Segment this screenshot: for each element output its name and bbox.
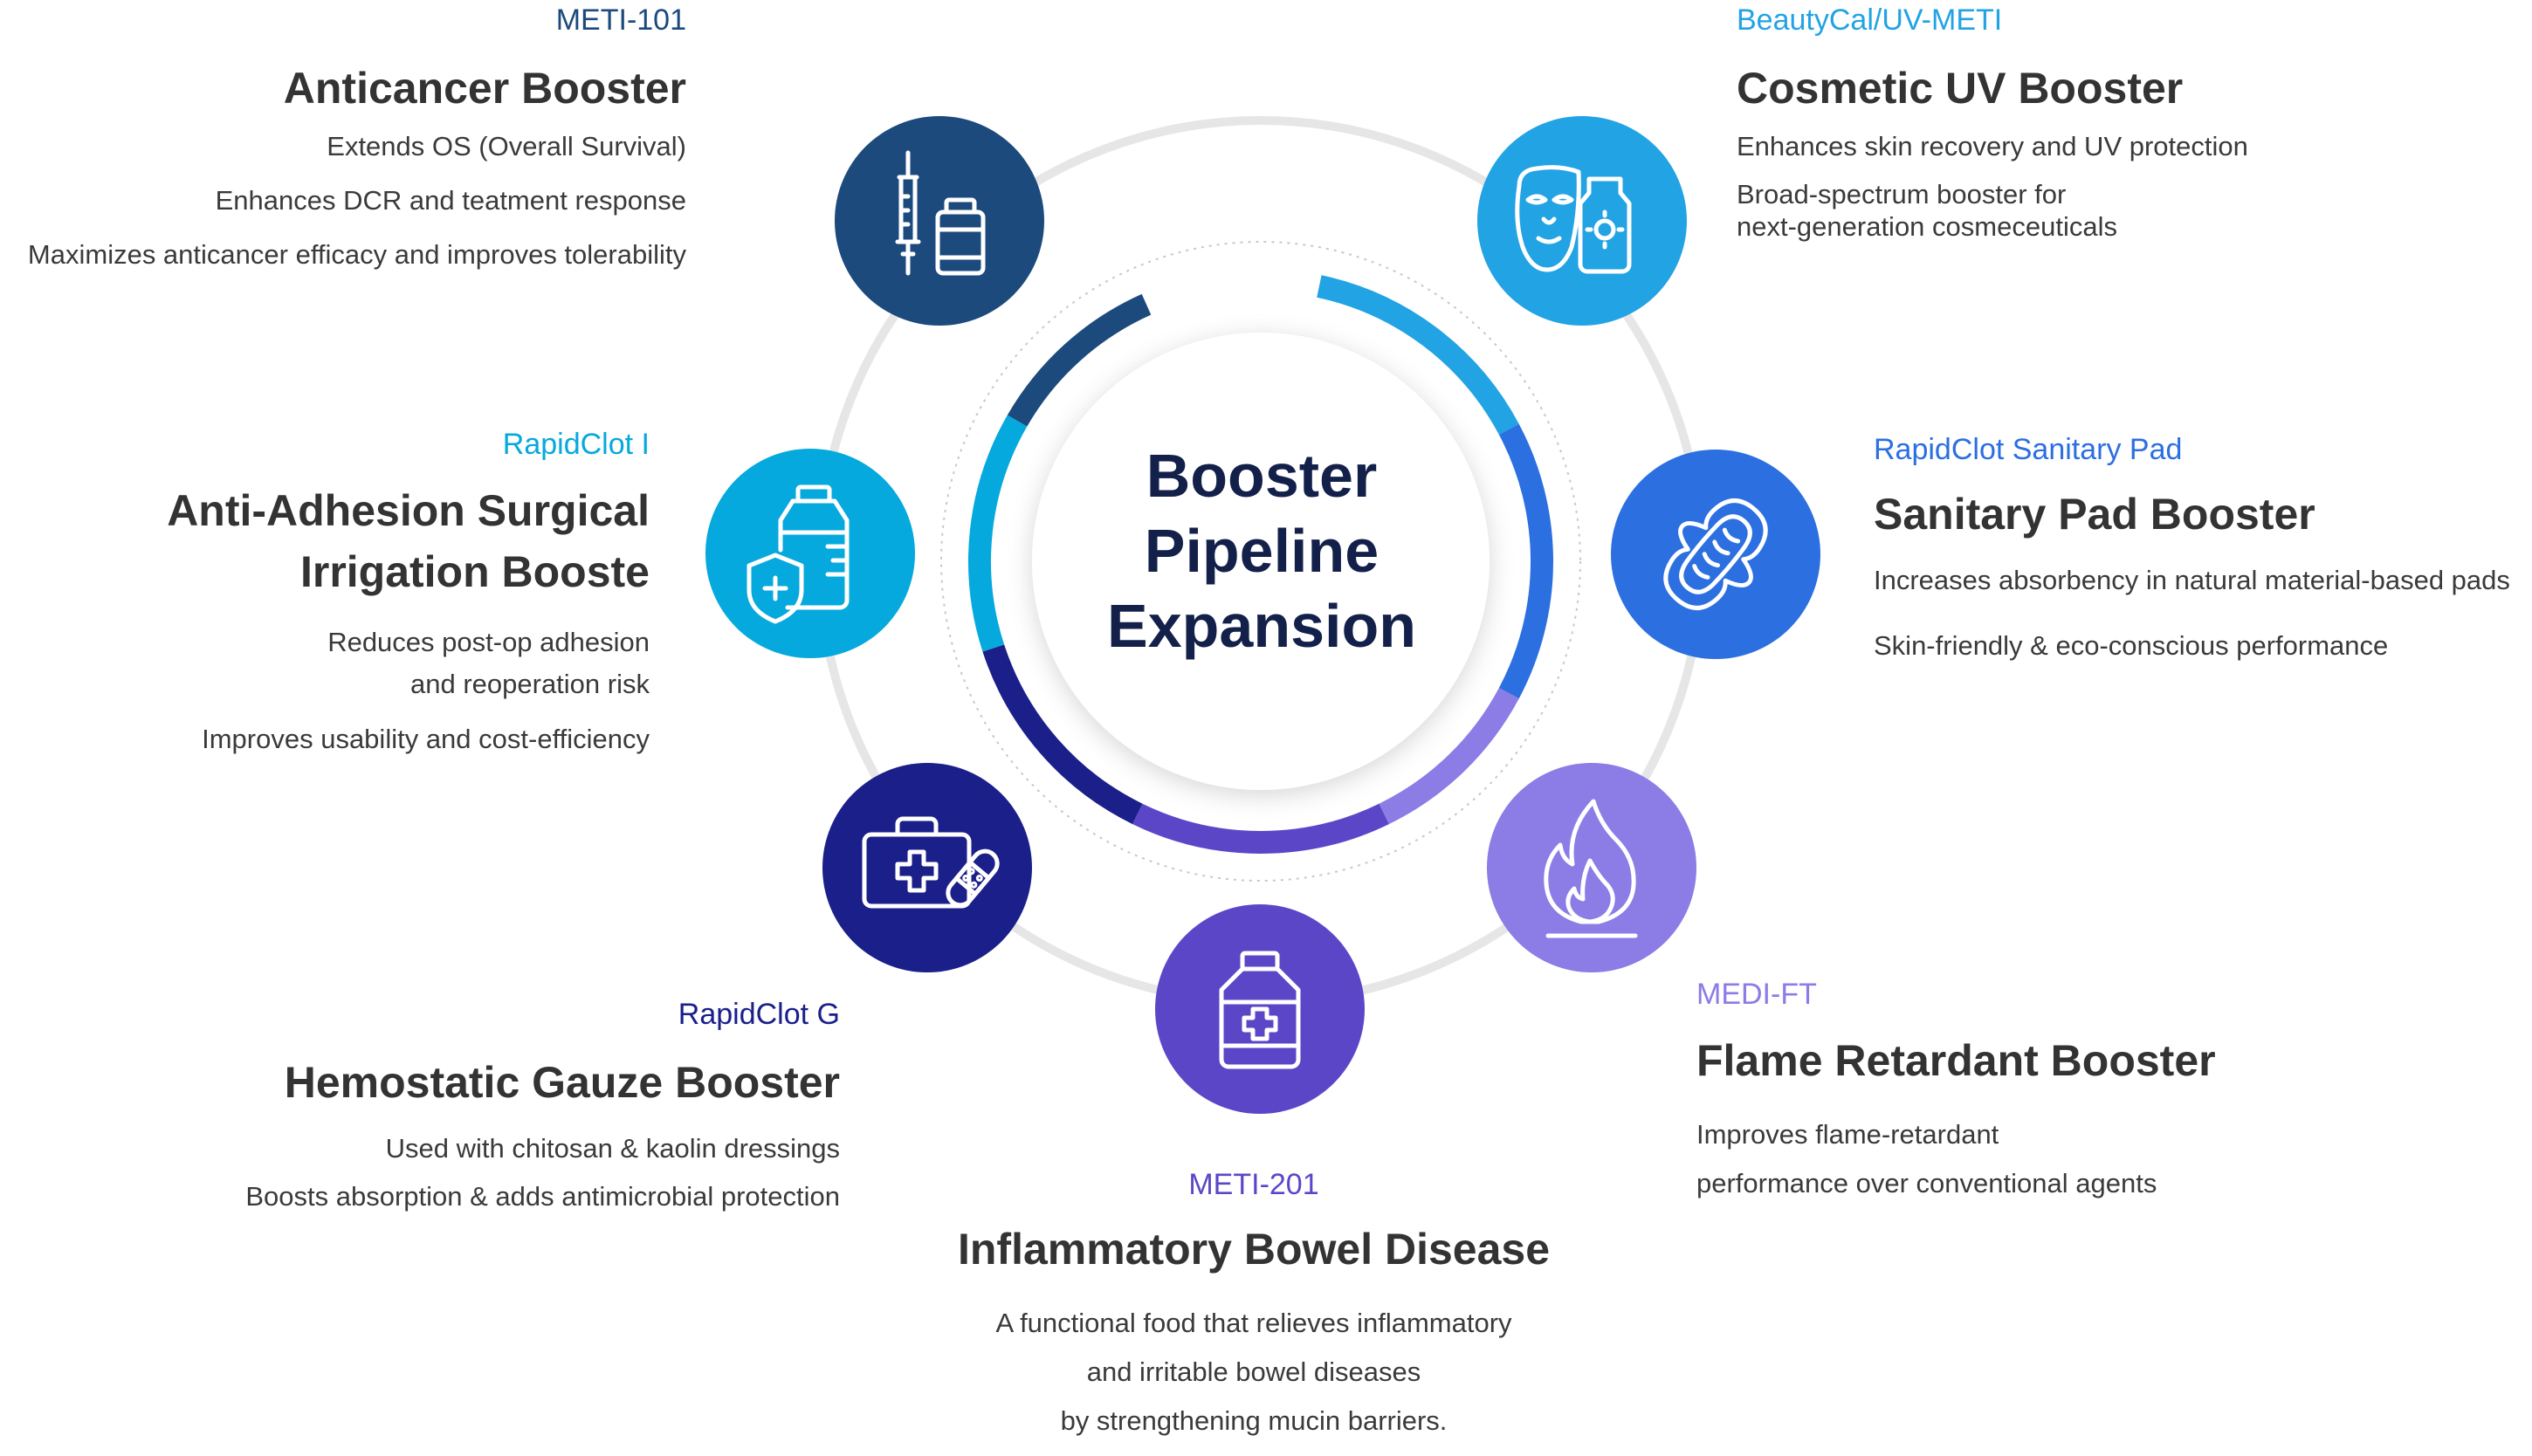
ibd-icon-circle xyxy=(1155,904,1365,1114)
sanitary-desc-2: Skin-friendly & eco-conscious performanc… xyxy=(1874,630,2389,661)
progress-arc-ring xyxy=(968,275,1554,855)
irrigation-block: RapidClot I Anti-Adhesion Surgical Irrig… xyxy=(0,426,650,755)
cosmetic-desc-2: Broad-spectrum booster for next-generati… xyxy=(1737,179,2117,242)
anticancer-block: METI-101 Anticancer Booster Extends OS (… xyxy=(0,0,686,271)
syringe-vial-icon xyxy=(895,150,986,276)
arc-segment-sanitary xyxy=(1498,423,1554,699)
ibd-code: METI-201 xyxy=(1188,1168,1319,1201)
cosmetic-code: BeautyCal/UV-METI xyxy=(1737,3,2003,37)
center-title-line: Expansion xyxy=(1107,592,1416,660)
sanitary-desc-1: Increases absorbency in natural material… xyxy=(1874,565,2510,595)
irrigation-title-line-2: Irrigation Booste xyxy=(299,547,650,596)
gauze-desc-2: Boosts absorption & adds antimicrobial p… xyxy=(245,1181,840,1212)
cosmetic-desc-1: Enhances skin recovery and UV protection xyxy=(1737,131,2248,161)
irrigation-icon-circle xyxy=(705,449,915,658)
flame-icon-circle xyxy=(1487,763,1696,972)
arc-segment-gauze xyxy=(982,644,1143,825)
sanitary-pad-icon xyxy=(1663,498,1768,610)
anticancer-title: Anticancer Booster xyxy=(283,64,686,113)
anticancer-desc-1: Extends OS (Overall Survival) xyxy=(327,131,686,161)
sanitary-code: RapidClot Sanitary Pad xyxy=(1874,433,2183,466)
irrigation-code: RapidClot I xyxy=(502,428,650,461)
flame-block: MEDI-FT Flame Retardant Booster Improves… xyxy=(1696,976,2482,1208)
irrigation-desc-2: Improves usability and cost-efficiency xyxy=(202,724,650,754)
irrigation-title-line-1: Anti-Adhesion Surgical xyxy=(167,486,650,535)
ibd-block: METI-201 Inflammatory Bowel Disease A fu… xyxy=(905,1166,1603,1446)
sanitary-block: RapidClot Sanitary Pad Sanitary Pad Boos… xyxy=(1874,431,2520,662)
solution-bottle-shield-icon xyxy=(747,484,850,624)
center-title: Booster Pipeline Expansion xyxy=(1000,438,1524,663)
irrigation-desc-1: Reduces post-op adhesion and reoperation… xyxy=(327,627,650,699)
center-circle xyxy=(1032,333,1490,790)
dotted-guide-ring xyxy=(940,241,1581,882)
gauze-code: RapidClot G xyxy=(678,998,840,1031)
center-title-line: Pipeline xyxy=(1144,517,1380,585)
face-mask-sunscreen-icon xyxy=(1515,165,1632,274)
cosmetic-block: BeautyCal/UV-METI Cosmetic UV Booster En… xyxy=(1737,0,2522,243)
arc-segment-cosmetic xyxy=(1317,275,1519,435)
sanitary-title: Sanitary Pad Booster xyxy=(1874,490,2315,539)
flame-title: Flame Retardant Booster xyxy=(1696,1036,2216,1085)
arc-segment-flame xyxy=(1379,688,1519,825)
cosmetic-title: Cosmetic UV Booster xyxy=(1737,64,2184,113)
sanitary-icon-circle xyxy=(1611,450,1820,659)
gauze-block: RapidClot G Hemostatic Gauze Booster Use… xyxy=(0,996,840,1212)
medicine-bottle-icon xyxy=(1219,951,1301,1069)
gauze-desc-1: Used with chitosan & kaolin dressings xyxy=(385,1133,840,1164)
cosmetic-icon-circle xyxy=(1477,116,1687,326)
arc-segment-anticancer xyxy=(1007,293,1152,427)
ibd-title: Inflammatory Bowel Disease xyxy=(957,1225,1551,1274)
gauze-title: Hemostatic Gauze Booster xyxy=(284,1058,840,1107)
ibd-desc-1: A functional food that relieves inflamma… xyxy=(995,1308,1512,1436)
arc-segment-ibd xyxy=(1132,803,1389,855)
flame-icon xyxy=(1544,799,1638,938)
first-aid-kit-bandage-icon xyxy=(862,816,1000,909)
anticancer-code: METI-101 xyxy=(555,3,686,37)
gauze-icon-circle xyxy=(822,763,1032,972)
flame-desc-1: Improves flame-retardant performance ove… xyxy=(1696,1119,2157,1198)
anticancer-desc-3: Maximizes anticancer efficacy and improv… xyxy=(27,239,686,270)
anticancer-desc-2: Enhances DCR and teatment response xyxy=(215,185,686,216)
flame-code: MEDI-FT xyxy=(1696,978,1817,1011)
anticancer-icon-circle xyxy=(835,116,1044,326)
arc-segment-irrigation xyxy=(968,415,1028,652)
center-title-line: Booster xyxy=(1146,442,1378,510)
